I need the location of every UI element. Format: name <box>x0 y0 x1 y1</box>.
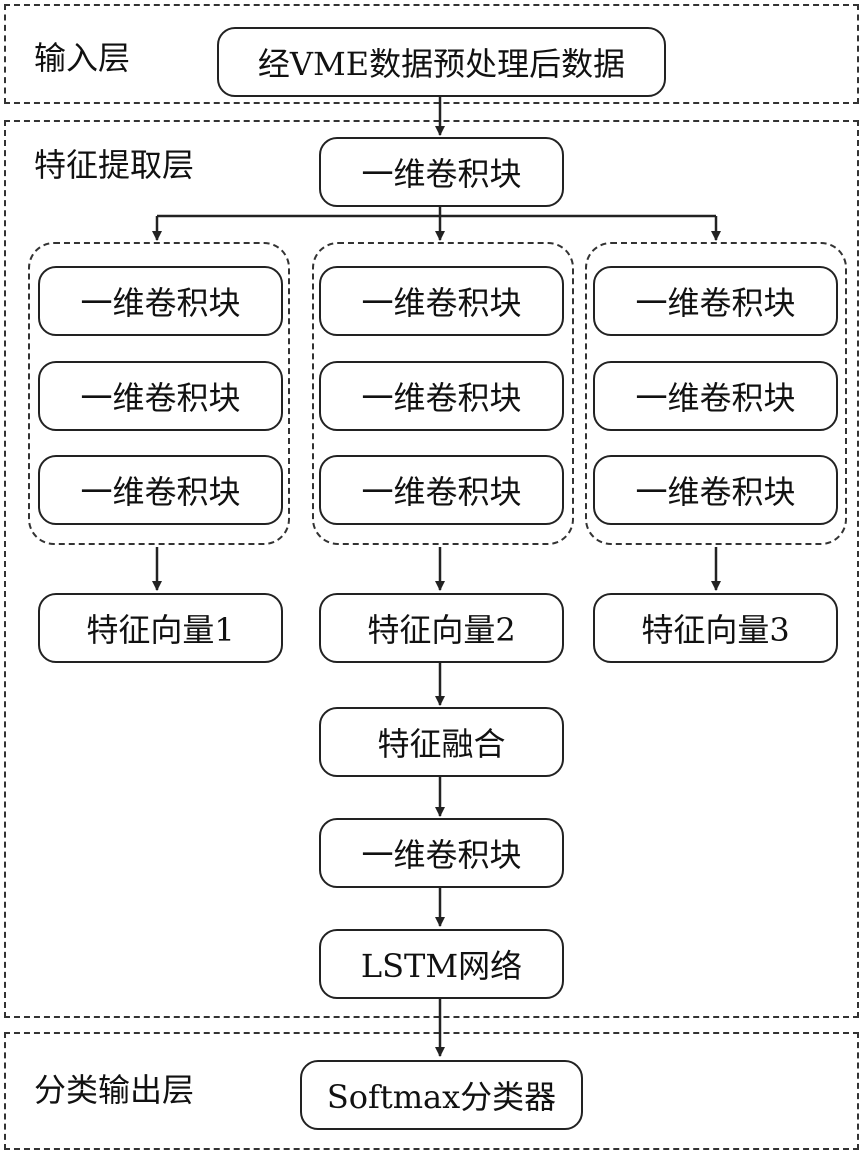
feature-extraction-layer-region <box>4 120 859 1018</box>
branch2-conv-block-1: 一维卷积块 <box>319 266 564 336</box>
branch1-conv-block-3: 一维卷积块 <box>38 455 283 525</box>
branch-group-1 <box>28 242 290 545</box>
branch-group-2 <box>312 242 574 545</box>
feature-vector-3: 特征向量3 <box>593 593 838 663</box>
branch1-conv-block-1: 一维卷积块 <box>38 266 283 336</box>
lstm-network-node: LSTM网络 <box>319 929 564 999</box>
branch2-conv-block-2: 一维卷积块 <box>319 361 564 431</box>
branch3-conv-block-1: 一维卷积块 <box>593 266 838 336</box>
conv-block-top: 一维卷积块 <box>319 137 564 207</box>
feature-fusion-node: 特征融合 <box>319 707 564 777</box>
branch3-conv-block-2: 一维卷积块 <box>593 361 838 431</box>
branch1-conv-block-2: 一维卷积块 <box>38 361 283 431</box>
branch3-conv-block-3: 一维卷积块 <box>593 455 838 525</box>
branch2-conv-block-3: 一维卷积块 <box>319 455 564 525</box>
branch-group-3 <box>585 242 847 545</box>
input-layer-region <box>4 4 859 104</box>
output-layer-label: 分类输出层 <box>34 1071 195 1109</box>
softmax-classifier-node: Softmax分类器 <box>300 1060 583 1130</box>
input-data-node: 经VME数据预处理后数据 <box>217 27 666 97</box>
feature-vector-2: 特征向量2 <box>319 593 564 663</box>
conv-block-after-fusion: 一维卷积块 <box>319 818 564 888</box>
output-layer-region <box>4 1032 859 1150</box>
feature-vector-1: 特征向量1 <box>38 593 283 663</box>
input-layer-label: 输入层 <box>34 39 131 77</box>
feature-extraction-layer-label: 特征提取层 <box>34 146 195 184</box>
